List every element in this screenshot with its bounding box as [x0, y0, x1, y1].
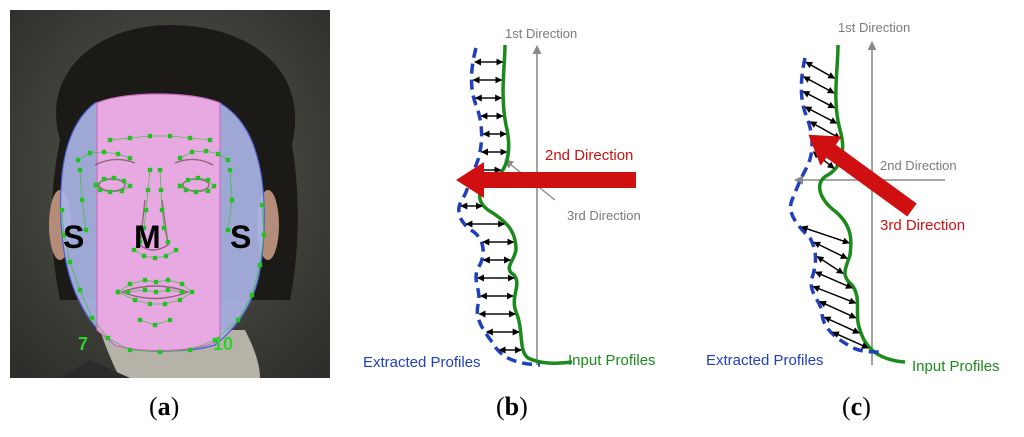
landmark-line [117, 279, 193, 305]
caption-c: (c) [842, 392, 871, 421]
extracted-profile-curve [788, 57, 881, 354]
correspondence-arrow [805, 106, 838, 124]
input-profile-curve [478, 44, 573, 365]
landmark-line [139, 169, 151, 243]
correspondence-arrow [832, 331, 869, 349]
caption-a: (a) [149, 392, 180, 421]
landmark-number-10: 10 [213, 334, 233, 354]
correspondence-arrow [805, 61, 836, 79]
panel-b: 1st Direction 3rd Direction 2nd Directio… [363, 26, 656, 371]
landmark-line [159, 169, 169, 243]
direction-2-label: 2nd Direction [545, 147, 633, 164]
correspondence-arrow [813, 285, 857, 305]
correspondence-arrow [810, 121, 841, 139]
direction-2-highlight-arrow [456, 162, 636, 198]
direction-3-label: 3rd Direction [567, 208, 641, 223]
region-label-middle: M [134, 219, 161, 255]
landmark-line [95, 177, 131, 193]
caption-b: (b) [496, 392, 528, 421]
correspondence-arrow [819, 301, 857, 319]
landmark-line [179, 177, 215, 193]
landmark-line [127, 289, 183, 293]
direction-3-highlight-arrow [808, 134, 917, 217]
region-label-right-side: S [230, 219, 251, 255]
correspondence-arrow [801, 226, 850, 245]
extracted-profiles-label: Extracted Profiles [363, 354, 481, 371]
landmark-line [139, 319, 171, 326]
landmark-line [227, 169, 233, 231]
correspondence-arrow [803, 91, 836, 109]
direction-2-label: 2nd Direction [880, 158, 957, 173]
landmark-number-7: 7 [78, 334, 88, 354]
landmark-line [61, 204, 265, 353]
correspondence-arrow [813, 241, 848, 259]
extracted-profiles-label: Extracted Profiles [706, 352, 824, 369]
axis-1st-direction-label: 1st Direction [505, 26, 577, 41]
correspondence-arrows-b [460, 58, 522, 354]
direction-3-label: 3rd Direction [880, 217, 965, 234]
correspondence-arrow [815, 271, 853, 289]
panel-a: S M S 7 10 [10, 10, 330, 378]
input-profile-curve [817, 44, 906, 364]
region-label-left-side: S [63, 219, 84, 255]
correspondence-arrow [817, 256, 844, 274]
landmark-line [179, 150, 229, 161]
panel-c: 1st Direction 2nd Direction 3rd Directio… [706, 20, 1000, 375]
axis-1st-direction-label: 1st Direction [838, 20, 910, 35]
input-profiles-label: Input Profiles [912, 358, 1000, 375]
correspondence-arrow [803, 76, 835, 94]
input-profiles-label: Input Profiles [568, 352, 656, 369]
landmark-line [109, 135, 211, 141]
landmark-line [133, 249, 177, 259]
landmark-line [77, 151, 131, 161]
extracted-profile-curve [457, 47, 541, 367]
correspondence-arrow [824, 316, 860, 334]
landmark-line [79, 169, 87, 231]
landmark-mesh [61, 135, 265, 353]
